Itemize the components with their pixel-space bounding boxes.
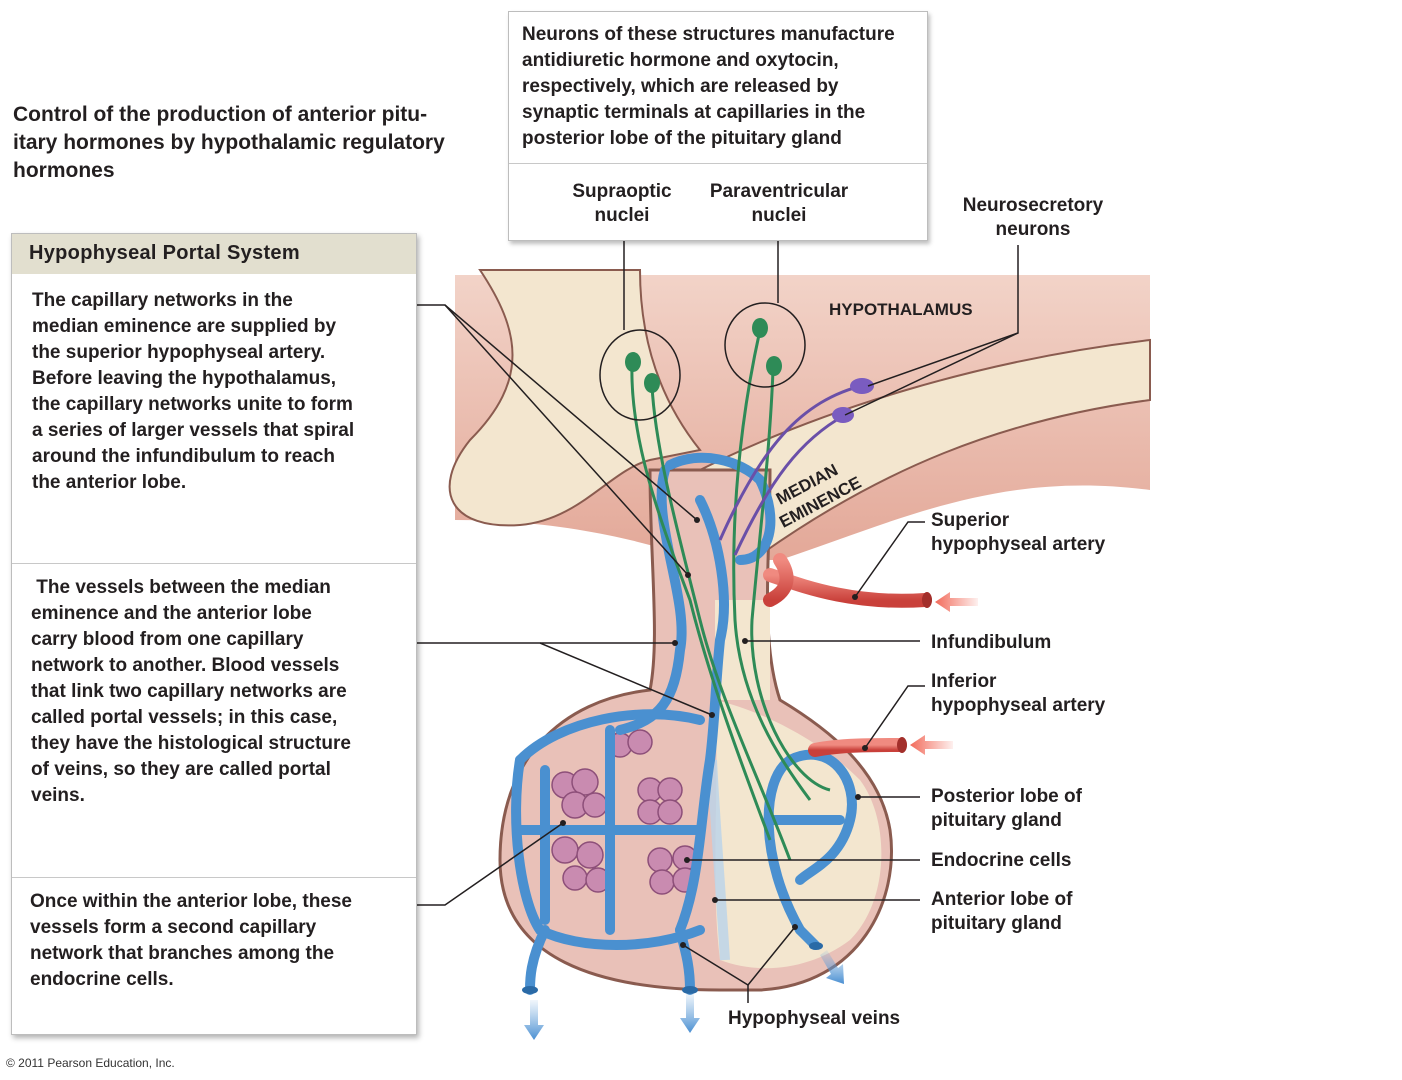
text-line: around the infundibulum to reach [32, 446, 335, 467]
text-line: carry blood from one capillary [31, 629, 304, 650]
text-line: they have the histological structure [31, 733, 351, 754]
label-line: Supraoptic [572, 181, 672, 202]
figure-title: Control of the production of anterior pi… [13, 101, 513, 185]
paraventricular-nuclei-label: Paraventricular nuclei [699, 180, 859, 228]
vein-ends [522, 942, 823, 994]
text-line: vessels form a second capillary [30, 917, 317, 938]
supraoptic-nuclei-label: Supraoptic nuclei [557, 180, 687, 228]
text-line: that link two capillary networks are [31, 681, 347, 702]
neuron-cell-bodies [625, 318, 782, 393]
label-line: nuclei [751, 205, 807, 226]
anterior-lobe-label: Anterior lobe of pituitary gland [931, 888, 1072, 936]
text-line: Before leaving the hypothalamus, [32, 368, 337, 389]
arrow-out-vein-1-icon [524, 1000, 544, 1040]
text-line: the anterior lobe. [32, 472, 187, 493]
hypophyseal-veins-label: Hypophyseal veins [728, 1008, 901, 1029]
text-line: the superior hypophyseal artery. [32, 342, 326, 363]
label-line: pituitary gland [931, 810, 1062, 831]
supraoptic-nuclei-outline [599, 329, 681, 421]
arteries [763, 553, 932, 757]
portal-section-2: The vessels between the median eminence … [31, 575, 416, 809]
neurosecretory-neurons-label: Neurosecretory neurons [953, 194, 1113, 242]
superior-artery-end [922, 592, 932, 608]
inferior-hypophyseal-artery-label: Inferior hypophyseal artery [931, 670, 1105, 718]
neurosecretory-neurons [718, 383, 866, 556]
portal-divider [12, 563, 416, 564]
title-line-2: itary hormones by hypothalamic regulator… [13, 131, 445, 154]
portal-section-3: Once within the anterior lobe, these ves… [30, 889, 416, 993]
label-line: pituitary gland [931, 913, 1062, 934]
label-line: Inferior [931, 671, 997, 692]
nuclei-info-text: Neurons of these structures manufacture … [522, 22, 922, 152]
leader-lines [415, 230, 1019, 1003]
label-line: Paraventricular [709, 181, 849, 202]
title-line-1: Control of the production of anterior pi… [13, 103, 428, 126]
portal-panel-title: Hypophyseal Portal System [29, 242, 300, 264]
endocrine-cells-label: Endocrine cells [931, 850, 1072, 871]
label-line: hypophyseal artery [931, 534, 1106, 555]
copyright-notice: © 2011 Pearson Education, Inc. [6, 1056, 175, 1070]
superior-hypophyseal-artery-label: Superior hypophyseal artery [931, 509, 1105, 557]
info-line: antidiuretic hormone and oxytocin, [522, 50, 839, 71]
portal-vessels [511, 452, 857, 995]
portal-panel-header: Hypophyseal Portal System [12, 234, 416, 274]
arrow-in-superior-icon [935, 592, 978, 612]
label-line: nuclei [594, 205, 650, 226]
leader-dots [560, 517, 868, 948]
text-line: Once within the anterior lobe, these [30, 891, 352, 912]
text-line: a series of larger vessels that spiral [32, 420, 355, 441]
label-line: Superior [931, 510, 1010, 531]
label-line: hypophyseal artery [931, 695, 1106, 716]
text-line: network that branches among the [30, 943, 335, 964]
text-line: median eminence are supplied by [32, 316, 337, 337]
label-line: Posterior lobe of [931, 786, 1082, 807]
portal-divider [12, 877, 416, 878]
arrow-in-inferior-icon [910, 735, 953, 755]
text-line: called portal vessels; in this case, [31, 707, 338, 728]
paraventricular-nuclei-outline [724, 302, 806, 388]
supraoptic-neurons [630, 329, 831, 861]
text-line: network to another. Blood vessels [31, 655, 340, 676]
info-divider [509, 163, 927, 164]
info-line: Neurons of these structures manufacture [522, 24, 895, 45]
info-line: respectively, which are released by [522, 76, 839, 97]
arrow-out-vein-3-icon [820, 950, 844, 984]
info-line: posterior lobe of the pituitary gland [522, 128, 842, 149]
text-line: of veins, so they are called portal [31, 759, 331, 780]
text-line: veins. [31, 785, 85, 806]
label-line: neurons [995, 219, 1071, 240]
info-line: synaptic terminals at capillaries in the [522, 102, 866, 123]
hypothalamus-label: HYPOTHALAMUS [829, 300, 973, 319]
flow-arrows [524, 592, 978, 1040]
posterior-lobe-label: Posterior lobe of pituitary gland [931, 785, 1082, 833]
portal-section-1: The capillary networks in the median emi… [32, 288, 416, 496]
text-line: The vessels between the median [31, 577, 331, 598]
label-line: Anterior lobe of [931, 889, 1073, 910]
neurosecretory-bodies [832, 378, 874, 423]
label-line: Neurosecretory [962, 195, 1104, 216]
arrow-out-vein-2-icon [680, 993, 700, 1033]
inferior-artery-end [897, 737, 907, 753]
text-line: The capillary networks in the [32, 290, 293, 311]
text-line: endocrine cells. [30, 969, 174, 990]
nuclei-info-box: Neurons of these structures manufacture … [508, 11, 928, 241]
text-line: the capillary networks unite to form [32, 394, 353, 415]
portal-system-panel: Hypophyseal Portal System The capillary … [11, 233, 417, 1035]
infundibulum-label: Infundibulum [931, 632, 1052, 653]
title-line-3: hormones [13, 159, 115, 182]
text-line: eminence and the anterior lobe [31, 603, 312, 624]
